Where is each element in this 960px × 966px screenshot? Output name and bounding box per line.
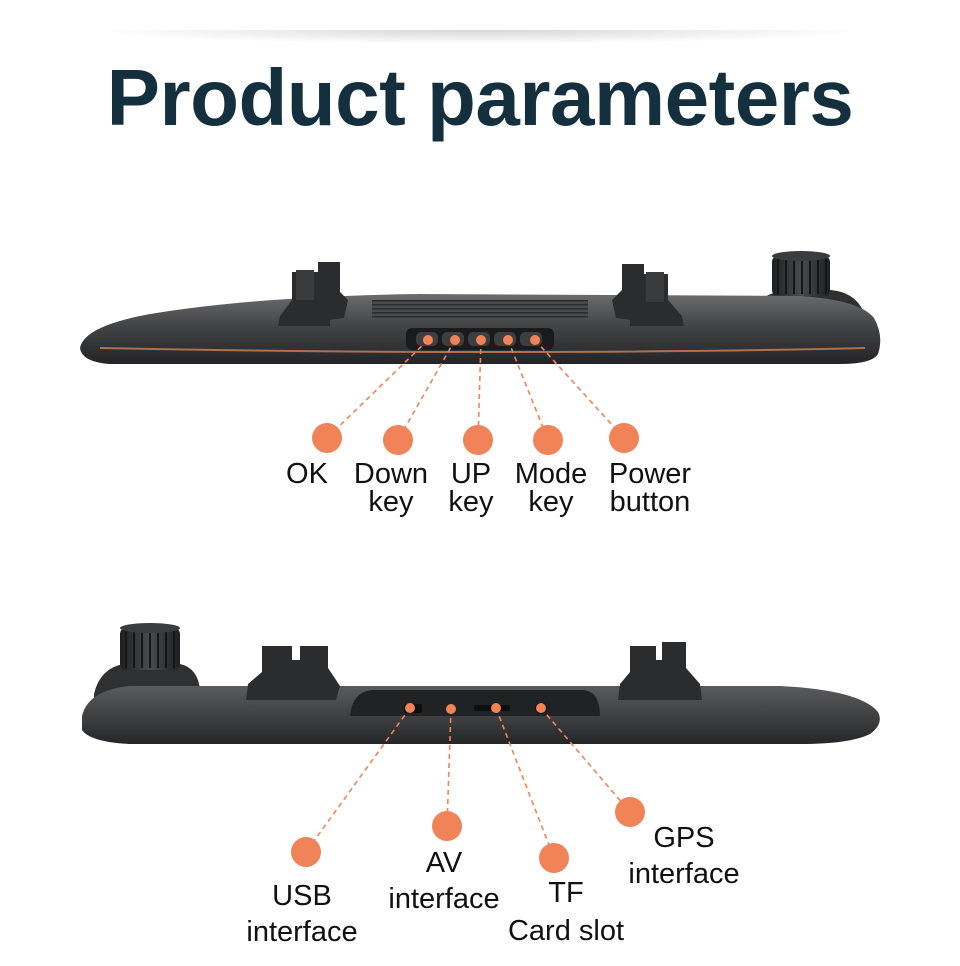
header-shadow xyxy=(90,30,870,44)
label-ok: OK xyxy=(286,458,328,490)
usb-marker xyxy=(405,703,415,713)
ok-marker xyxy=(423,335,433,345)
mount-clip-right xyxy=(612,264,684,326)
av-marker xyxy=(446,704,456,714)
tf-dot xyxy=(539,843,569,873)
page-title: Product parameters xyxy=(106,53,854,142)
av-dot xyxy=(432,811,462,841)
mount-clip-left-bottom xyxy=(246,646,340,700)
mirror-top-view xyxy=(80,251,881,364)
top-callout-lines xyxy=(326,339,625,441)
port-panel xyxy=(350,690,600,716)
down-marker xyxy=(450,335,460,345)
bottom-callout-lines xyxy=(305,707,631,859)
mode-dot xyxy=(533,425,563,455)
bottom-callout-markers xyxy=(291,703,645,873)
power-marker xyxy=(530,335,540,345)
down-dot xyxy=(383,425,413,455)
up-dot xyxy=(463,425,493,455)
ok-dot xyxy=(312,423,342,453)
mirror-bottom-view xyxy=(82,623,880,744)
power-dot xyxy=(609,423,639,453)
gps-dot xyxy=(615,797,645,827)
up-marker xyxy=(476,335,486,345)
mode-marker xyxy=(503,335,513,345)
mount-clip-right-bottom xyxy=(618,642,702,700)
mount-clip-left xyxy=(278,262,348,326)
tf-marker xyxy=(491,703,501,713)
gps-marker xyxy=(536,703,546,713)
speaker-grille xyxy=(372,300,588,318)
top-callout-markers xyxy=(312,335,639,455)
usb-dot xyxy=(291,837,321,867)
